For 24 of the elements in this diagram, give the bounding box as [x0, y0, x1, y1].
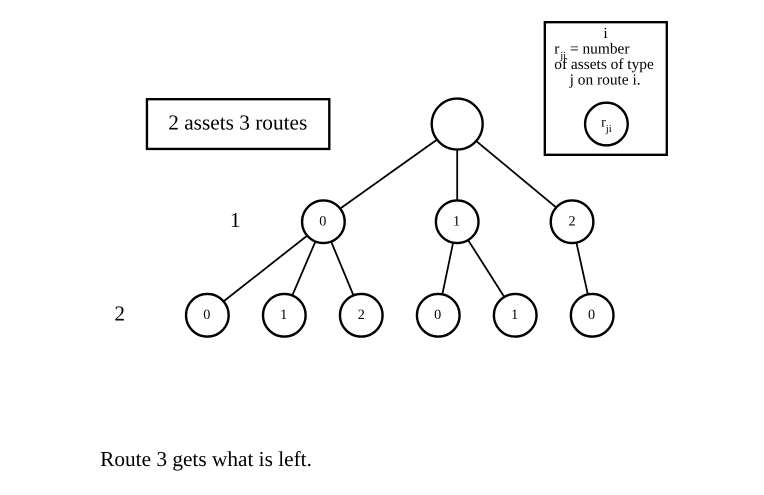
- node-circle: 0: [570, 292, 615, 338]
- node-circle: 2: [338, 292, 384, 338]
- node-box: 2 assets 3 routes: [146, 98, 330, 150]
- connector: [340, 139, 438, 210]
- connector: [456, 150, 458, 200]
- connector: [476, 140, 557, 208]
- connector: [223, 235, 308, 302]
- connector: [467, 240, 505, 298]
- label: Route 3 gets what is left.: [100, 447, 312, 472]
- node-circle: 2: [550, 199, 595, 244]
- node-circle: r$_{ji}$: [584, 102, 629, 147]
- connector: [576, 242, 589, 295]
- node-circle: 0: [416, 292, 461, 338]
- connector: [441, 242, 454, 295]
- node-circle: 1: [492, 292, 538, 338]
- node-circle: 1: [262, 292, 307, 338]
- node-circle: [430, 97, 484, 151]
- label: 2: [114, 302, 126, 326]
- connector: [330, 241, 354, 296]
- label: 1: [230, 208, 240, 232]
- node-circle: 0: [184, 292, 230, 338]
- node-circle: 1: [434, 199, 480, 244]
- connector: [292, 241, 316, 296]
- node-circle: 0: [300, 199, 346, 244]
